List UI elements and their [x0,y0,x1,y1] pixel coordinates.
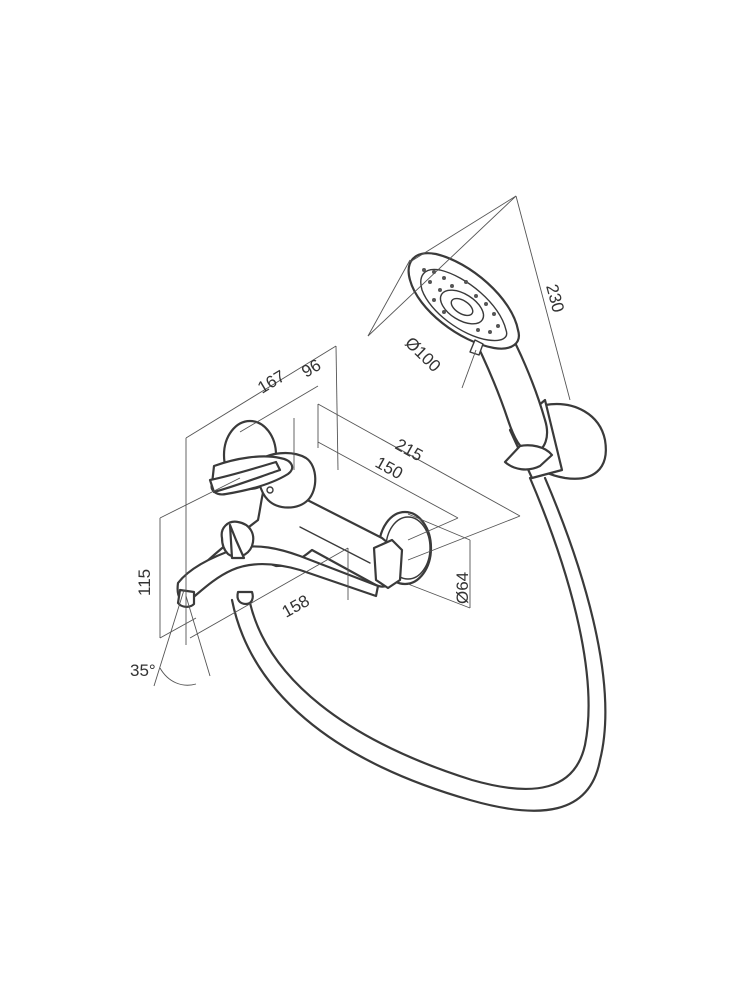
dimension-lines [153,195,571,687]
dim-d64: Ø64 [453,572,472,604]
dim-35-deg: 35° [130,661,156,680]
dim-115: 115 [135,569,154,596]
dim-d100: Ø100 [401,333,444,376]
mixer-body [176,419,433,608]
dim-96: 96 [298,355,324,381]
dim-150: 150 [372,453,406,483]
dim-158: 158 [279,591,313,621]
shower-hose [230,476,607,812]
